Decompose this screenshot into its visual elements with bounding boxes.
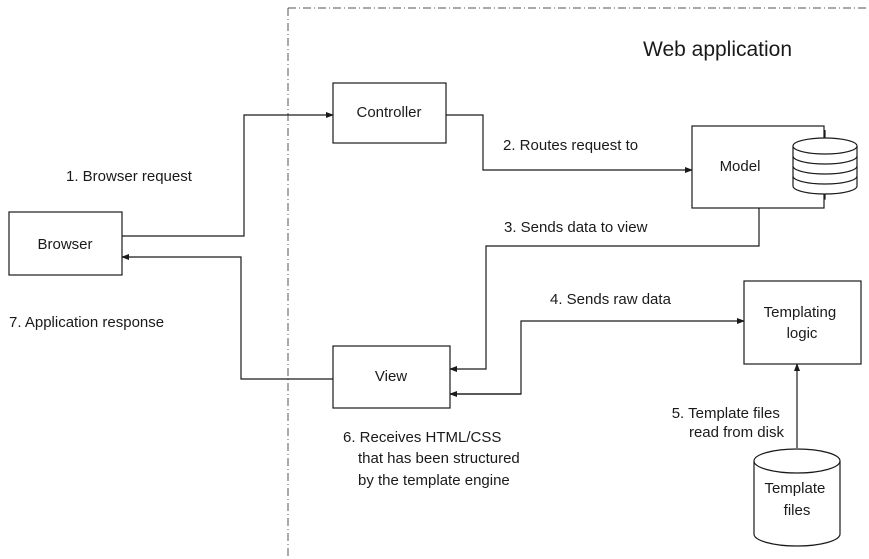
arrow-view-to-templating (450, 318, 745, 395)
model-node: Model (691, 125, 858, 209)
arrow-view-to-browser (121, 254, 333, 380)
step-3-label: 3. Sends data to view (504, 219, 648, 236)
templating-logic-label: Templating logic (764, 304, 841, 342)
controller-node: Controller (332, 82, 447, 144)
step-7-label: 7. Application response (9, 314, 164, 331)
step-4-label: 4. Sends raw data (550, 291, 672, 308)
step-1-label: 1. Browser request (66, 168, 193, 185)
template-files-node: Template files (753, 448, 841, 547)
step-5-label: 5. Template files read from disk (672, 405, 785, 441)
step-2-label: 2. Routes request to (503, 137, 638, 154)
database-icon (792, 137, 858, 195)
browser-node: Browser (8, 211, 123, 276)
arrow-controller-to-model (446, 114, 693, 173)
web-application-boundary (287, 7, 869, 559)
arrow-browser-to-controller (122, 112, 334, 237)
view-label: View (375, 368, 407, 385)
controller-label: Controller (356, 104, 421, 121)
template-files-label: Template files (764, 480, 829, 519)
arrow-model-to-view (449, 208, 760, 372)
model-label: Model (720, 158, 761, 175)
view-node: View (332, 345, 451, 409)
templating-logic-node: Templating logic (743, 280, 862, 365)
browser-label: Browser (37, 236, 92, 253)
step-6-label: 6. Receives HTML/CSS that has been struc… (343, 429, 524, 489)
web-application-title: Web application (643, 38, 792, 61)
connectors (121, 112, 800, 448)
